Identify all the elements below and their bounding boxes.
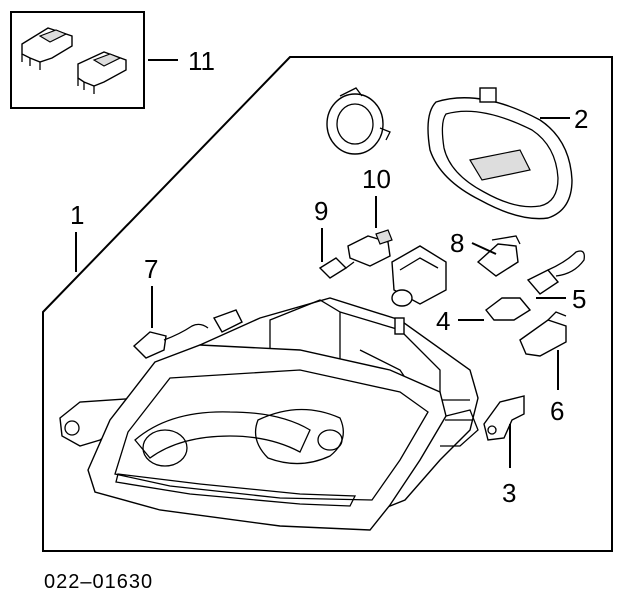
rear-cover-drawing xyxy=(427,87,573,220)
bulb-socket-ring-drawing xyxy=(326,87,391,155)
small-bulb-drawing xyxy=(318,257,355,279)
callout-3: 3 xyxy=(502,478,516,508)
retaining-clips-drawing xyxy=(21,27,127,94)
callout-4: 4 xyxy=(436,306,450,336)
wire-connector-drawing xyxy=(485,250,585,321)
callout-1: 1 xyxy=(70,200,84,230)
callout-5: 5 xyxy=(572,284,586,314)
inset-box-clips xyxy=(10,11,145,109)
callout-11: 11 xyxy=(188,46,215,76)
callout-8: 8 xyxy=(450,228,464,258)
mounting-bracket-drawing xyxy=(483,395,525,441)
side-marker-bulb-drawing xyxy=(132,309,243,359)
callout-6: 6 xyxy=(550,396,564,426)
socket-drawing xyxy=(347,229,393,267)
bulb-8-drawing xyxy=(476,235,521,277)
callout-7: 7 xyxy=(144,254,158,284)
leader-lines xyxy=(75,59,570,468)
callout-10: 10 xyxy=(362,164,391,194)
headlamp-housing-drawing xyxy=(59,297,479,531)
headlight-bulb-assembly-drawing xyxy=(391,245,447,307)
callout-2: 2 xyxy=(574,104,588,134)
assembly-frame xyxy=(42,56,613,552)
reference-number: 022–01630 xyxy=(44,571,153,593)
bulb-6-drawing xyxy=(519,311,567,357)
callout-9: 9 xyxy=(314,196,328,226)
